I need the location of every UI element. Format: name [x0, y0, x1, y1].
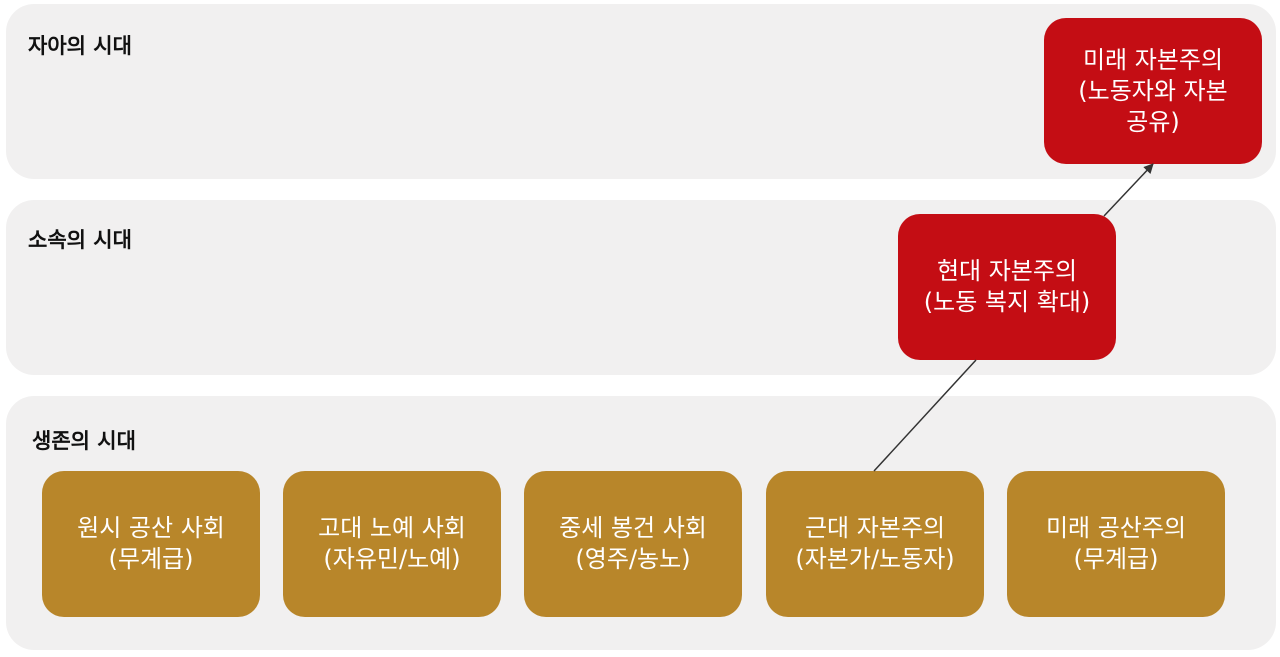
box-future-communism-line2: (무계급): [1073, 545, 1159, 573]
box-modern-line2: (노동 복지 확대): [923, 288, 1091, 316]
band-label-belonging: 소속의 시대: [28, 228, 132, 252]
box-medieval-line2: (영주/농노): [575, 545, 691, 573]
box-ancient-line1: 고대 노예 사회: [318, 514, 466, 542]
box-future-communism-line1: 미래 공산주의: [1045, 514, 1187, 542]
band-label-survival: 생존의 시대: [32, 429, 136, 453]
box-medieval-line1: 중세 봉건 사회: [559, 514, 707, 542]
box-ancient-line2: (자유민/노예): [323, 545, 461, 573]
box-future-communism: 미래 공산주의 (무계급): [1007, 471, 1225, 617]
box-future-capitalism-line2: (노동자와 자본: [1078, 76, 1228, 105]
box-ancient-slave-society: 고대 노예 사회 (자유민/노예): [283, 471, 501, 617]
box-early-modern-line1: 근대 자본주의: [804, 514, 946, 542]
box-primitive-line2: (무계급): [108, 545, 194, 573]
box-early-modern-capitalism: 근대 자본주의 (자본가/노동자): [766, 471, 984, 617]
box-future-capitalism: 미래 자본주의 (노동자와 자본 공유): [1044, 18, 1262, 164]
band-label-ego: 자아의 시대: [28, 34, 132, 58]
box-primitive-communal-society: 원시 공산 사회 (무계급): [42, 471, 260, 617]
box-modern-capitalism: 현대 자본주의 (노동 복지 확대): [898, 214, 1116, 360]
box-modern-line1: 현대 자본주의: [936, 257, 1078, 285]
box-future-capitalism-line1: 미래 자본주의: [1082, 45, 1224, 74]
box-medieval-feudal-society: 중세 봉건 사회 (영주/농노): [524, 471, 742, 617]
box-primitive-line1: 원시 공산 사회: [77, 514, 225, 542]
box-future-capitalism-line3: 공유): [1126, 107, 1180, 136]
box-early-modern-line2: (자본가/노동자): [795, 545, 955, 573]
